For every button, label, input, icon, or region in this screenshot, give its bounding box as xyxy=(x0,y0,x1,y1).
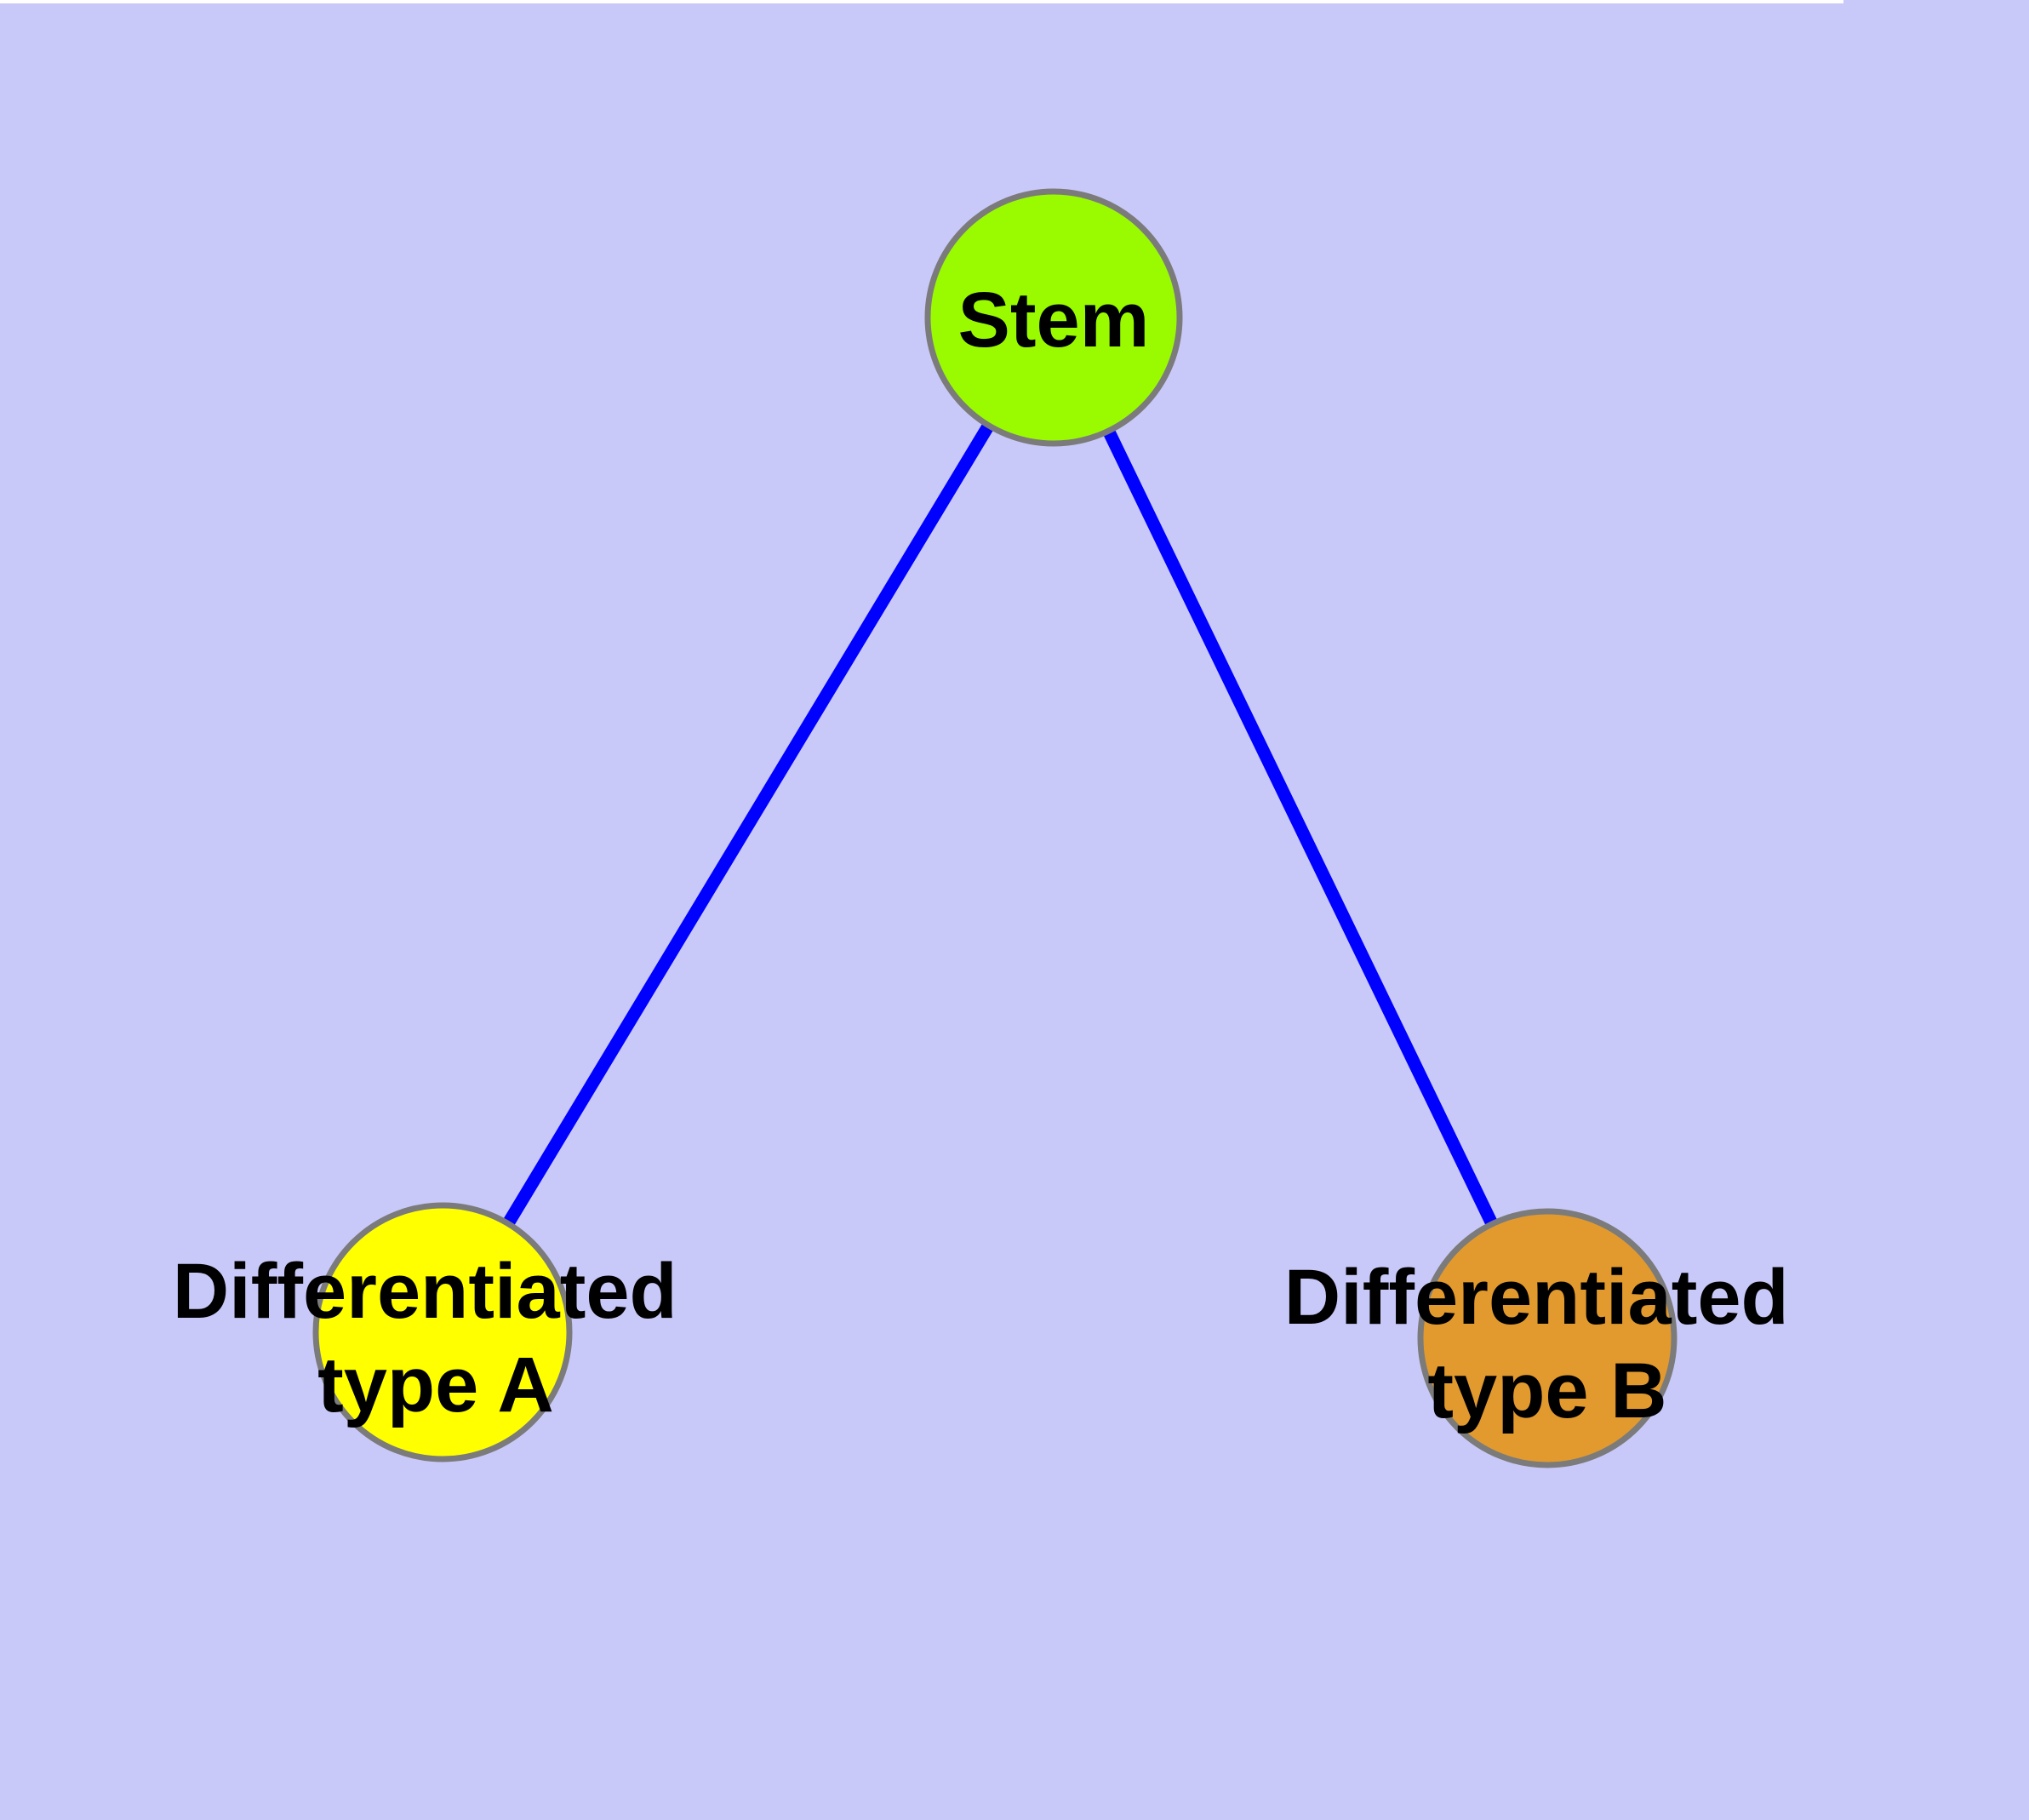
node-type-a-label-line1: Differentiated xyxy=(173,1248,677,1335)
node-differentiated-type-a xyxy=(312,1202,573,1462)
edge-stem-to-type-b xyxy=(1048,314,1553,1342)
node-type-a-label: Differentiated type A xyxy=(173,1248,700,1428)
node-type-b-label-line2: type B xyxy=(1427,1348,1666,1434)
node-type-b-label: Differentiated type B xyxy=(1284,1254,1811,1434)
node-type-a-label-line2: type A xyxy=(317,1342,554,1428)
node-type-b-label-line1: Differentiated xyxy=(1284,1254,1789,1341)
node-stem-label: Stem xyxy=(958,277,1150,363)
edge-stem-to-type-a xyxy=(437,314,1060,1336)
node-stem xyxy=(924,188,1183,447)
node-differentiated-type-b xyxy=(1417,1208,1677,1468)
top-edge-strip xyxy=(0,0,1843,3)
